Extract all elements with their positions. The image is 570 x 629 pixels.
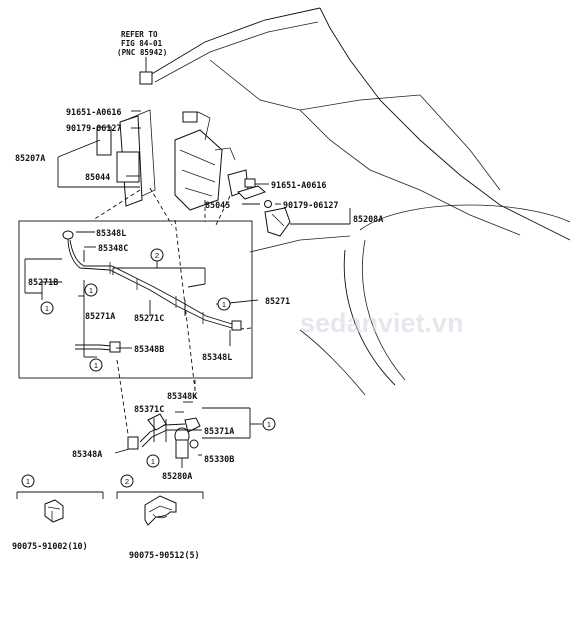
label-91651-right: 91651-A0616 — [271, 180, 326, 190]
label-85271b: 85271B — [28, 277, 58, 287]
callout-1-f: 1 — [146, 454, 160, 468]
callout-markers: 1 1 2 1 1 1 1 — [40, 248, 276, 468]
callout-1-d: 1 — [89, 358, 103, 372]
legend-item-2-number: 2 — [125, 477, 129, 486]
label-85207a: 85207A — [15, 153, 45, 163]
reference-line-3: (PNC 85942) — [117, 48, 167, 57]
hose-detail-box — [18, 220, 259, 379]
label-85045: 85045 — [205, 200, 230, 210]
label-85271a: 85271A — [85, 311, 115, 321]
label-85348k: 85348K — [167, 391, 198, 401]
callout-1-b: 1 — [84, 283, 98, 297]
legend — [16, 491, 204, 526]
reference-note: REFER TO FIG 84-01 (PNC 85942) — [117, 30, 167, 57]
label-85271: 85271 — [265, 296, 290, 306]
part-labels: 91651-A0616 90179-06127 85207A 85044 916… — [15, 107, 383, 481]
label-85280a: 85280A — [162, 471, 192, 481]
callout-1-e: 1 — [262, 417, 276, 431]
washer-tank — [96, 71, 249, 211]
watermark: sedanviet.vn — [300, 308, 464, 338]
label-85348c: 85348C — [98, 243, 128, 253]
legend-item-2-part: 90075-90512(5) — [129, 550, 200, 560]
label-85208a: 85208A — [353, 214, 383, 224]
svg-text:1: 1 — [94, 361, 98, 370]
svg-text:1: 1 — [89, 286, 93, 295]
nozzle-bracket — [237, 178, 291, 237]
vehicle-body-outline — [149, 7, 570, 396]
label-85271c: 85271C — [134, 313, 164, 323]
callout-2: 2 — [150, 248, 164, 262]
lower-connector-assembly — [114, 401, 262, 468]
svg-text:1: 1 — [267, 420, 271, 429]
svg-text:2: 2 — [155, 251, 159, 260]
label-85371c: 85371C — [134, 404, 164, 414]
clip-icon — [44, 499, 64, 523]
svg-text:1: 1 — [151, 457, 155, 466]
label-85330b: 85330B — [204, 454, 234, 464]
legend-text: 1 2 90075-91002(10) 90075-90512(5) — [12, 474, 200, 560]
clamp-icon — [144, 495, 177, 526]
reference-line-2: FIG 84-01 — [121, 39, 163, 48]
svg-text:1: 1 — [45, 304, 49, 313]
label-91651-top: 91651-A0616 — [66, 107, 121, 117]
label-90179-top: 90179-06127 — [66, 123, 121, 133]
label-85371a: 85371A — [204, 426, 234, 436]
svg-text:1: 1 — [222, 300, 226, 309]
reference-line-1: REFER TO — [121, 30, 158, 39]
label-85348a: 85348A — [72, 449, 102, 459]
label-85044: 85044 — [85, 172, 110, 182]
label-90179-right: 90179-06127 — [283, 200, 338, 210]
callout-1-a: 1 — [40, 301, 54, 315]
callout-1-c: 1 — [217, 297, 231, 311]
legend-item-1-number: 1 — [26, 477, 30, 486]
label-85348l-a: 85348L — [96, 228, 126, 238]
legend-item-1-part: 90075-91002(10) — [12, 541, 88, 551]
label-85348b: 85348B — [134, 344, 164, 354]
label-85348l-b: 85348L — [202, 352, 232, 362]
